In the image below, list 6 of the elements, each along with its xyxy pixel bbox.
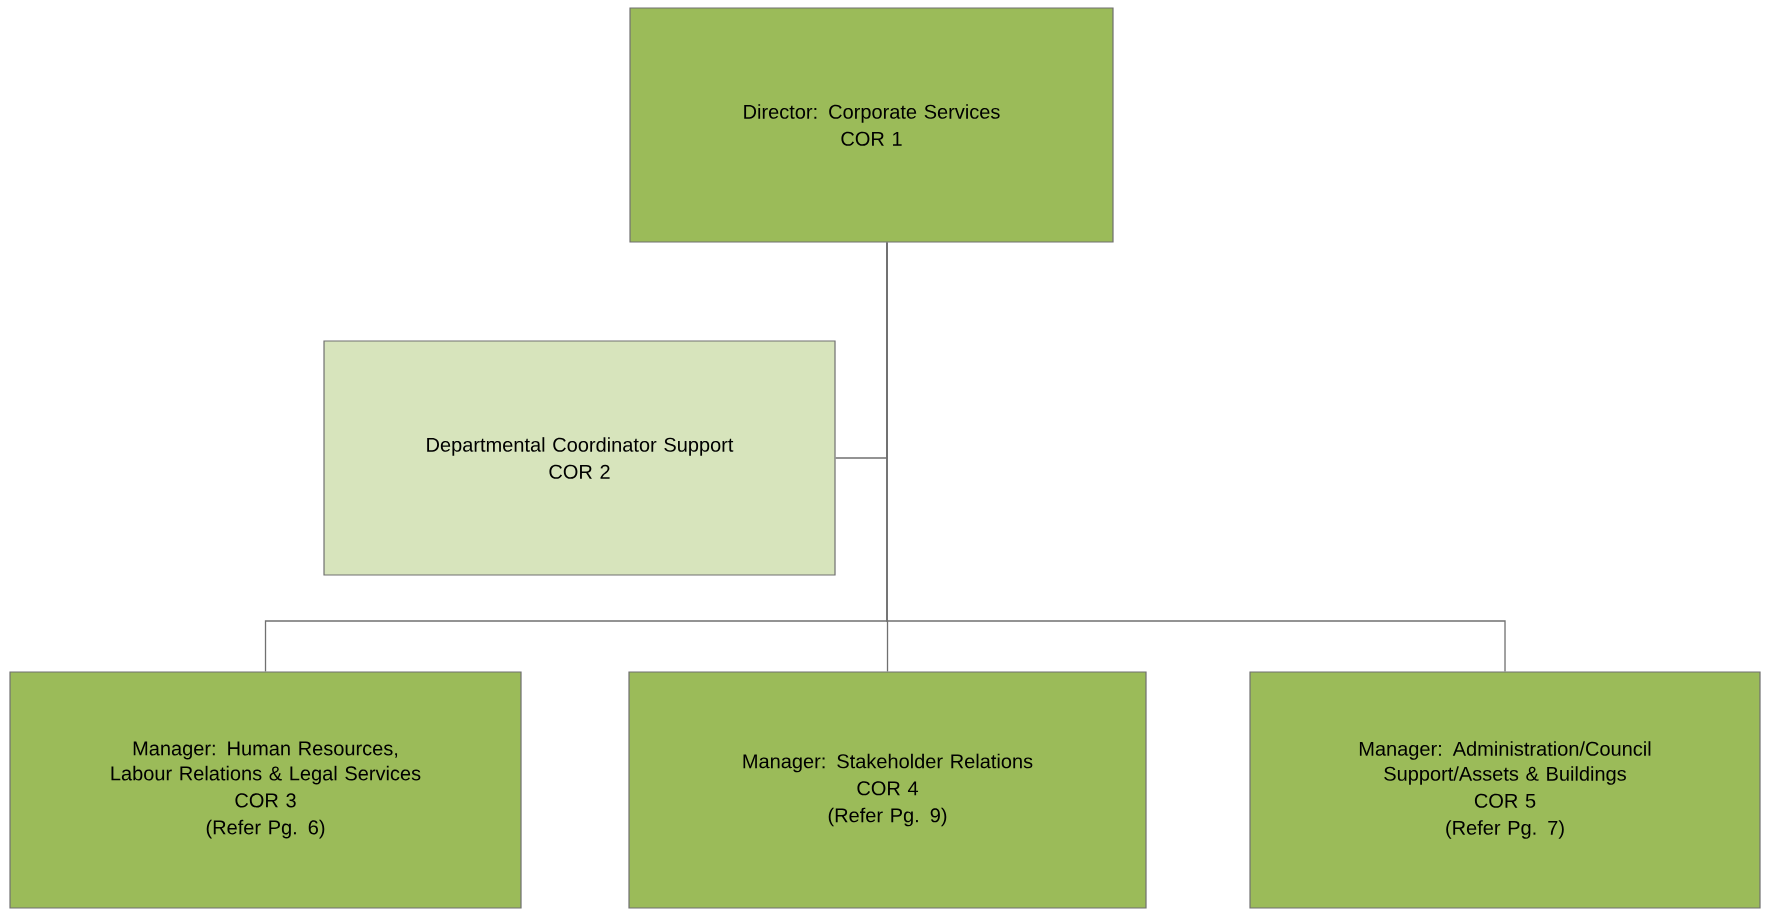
org-box: Departmental Coordinator Support COR 2 [323,340,836,576]
connector-line [886,241,1506,673]
org-box: Manager: Stakeholder Relations COR 4 (Refer Pg. 9) [628,671,1147,909]
org-box: Manager: Administration/Council Support/Assets & Buildings COR 5 (Refer Pg. 7) [1249,671,1761,909]
org-box: Manager: Human Resources, Labour Relations & Legal Services COR 3 (Refer Pg. 6) [9,671,522,909]
org-box: Director: Corporate Services COR 1 [629,7,1114,243]
